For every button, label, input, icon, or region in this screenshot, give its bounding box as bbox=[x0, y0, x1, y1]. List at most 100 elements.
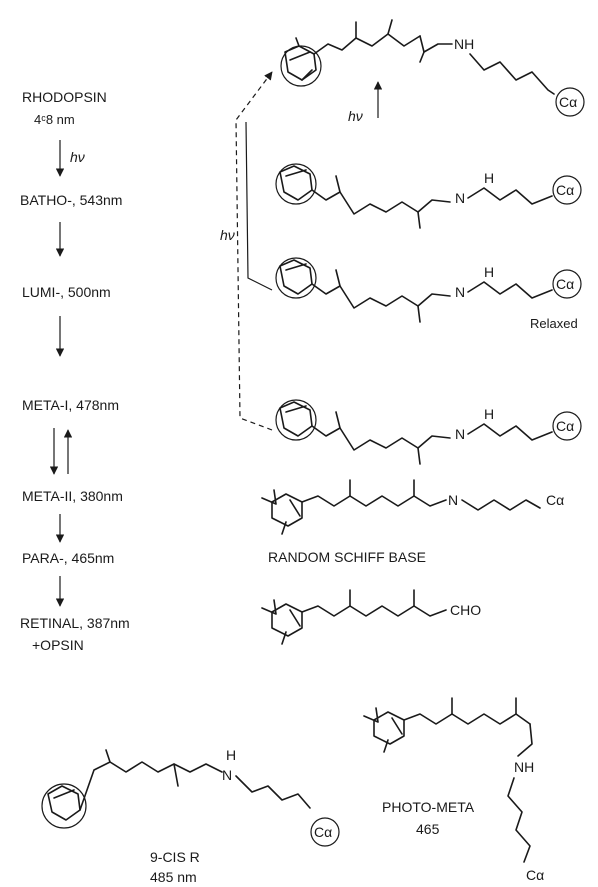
ring-substituents-8 bbox=[363, 707, 403, 753]
structure-batho: H N Cα bbox=[275, 163, 582, 229]
atom-nh-8: NH bbox=[514, 759, 534, 775]
atom-ca-7: Cα bbox=[314, 824, 332, 840]
ring-double-bond-7 bbox=[53, 789, 75, 799]
atom-ca-8: Cα bbox=[526, 867, 544, 883]
state-rhodopsin: RHODOPSIN bbox=[22, 89, 107, 105]
relaxed-label: Relaxed bbox=[530, 316, 578, 331]
ring-substituents-1 bbox=[289, 37, 313, 81]
ca-circle-1 bbox=[555, 87, 585, 117]
methyl-groups-1a bbox=[355, 19, 393, 39]
cyclohexene-ring-8 bbox=[373, 711, 405, 745]
state-retinal: RETINAL, 387nm bbox=[20, 615, 130, 631]
lysine-chain-1 bbox=[469, 53, 555, 95]
methyl-groups-4 bbox=[335, 411, 421, 465]
methyl-groups-5 bbox=[349, 479, 415, 497]
ca-circle-2 bbox=[552, 175, 582, 205]
state-meta-ii: META-II, 380nm bbox=[22, 488, 123, 504]
atom-n-2: N bbox=[455, 190, 465, 206]
cyclohexene-ring-4 bbox=[279, 401, 313, 437]
cyclohexene-ring-7 bbox=[47, 785, 81, 821]
atom-h-4: H bbox=[484, 406, 494, 422]
lysine-chain-3 bbox=[467, 281, 553, 299]
methyl-groups-8 bbox=[451, 697, 517, 715]
structure-retinal: CHO bbox=[261, 589, 481, 645]
methyl-groups-3 bbox=[335, 269, 421, 323]
polyene-chain-2 bbox=[311, 189, 451, 215]
ring-double-bond-3 bbox=[285, 263, 307, 271]
isomer-9-cis-name: 9-CIS R bbox=[150, 849, 200, 865]
ring-double-bond-2 bbox=[285, 169, 307, 177]
atom-ca-5: Cα bbox=[546, 492, 564, 508]
lysine-chain-7 bbox=[235, 775, 311, 809]
polyene-chain-4 bbox=[311, 425, 451, 451]
ca-circle-4 bbox=[552, 411, 582, 441]
polyene-chain-7 bbox=[79, 761, 223, 811]
ring-circle-4 bbox=[275, 399, 317, 441]
atom-ca-4: Cα bbox=[556, 418, 574, 434]
polyene-chain-5 bbox=[301, 495, 447, 507]
state-batho: BATHO-, 543nm bbox=[20, 192, 122, 208]
structure-rhodopsin-chromophore: NH Cα bbox=[280, 19, 585, 117]
polyene-chain-8b bbox=[517, 723, 533, 757]
photo-reversal-paths: hν hν bbox=[220, 71, 383, 431]
state-sequence: RHODOPSIN 4ᶜ8 nm hν BATHO-, 543nm LUMI-,… bbox=[20, 89, 130, 653]
atom-h-2: H bbox=[484, 170, 494, 186]
cyclohexene-ring-3 bbox=[279, 259, 313, 295]
state-para: PARA-, 465nm bbox=[22, 550, 114, 566]
cyclohexene-ring-2 bbox=[279, 165, 313, 201]
photon-label-1: hν bbox=[70, 149, 85, 165]
atom-n-4: N bbox=[455, 426, 465, 442]
lysine-chain-5 bbox=[461, 499, 541, 511]
atom-h-7: H bbox=[226, 747, 236, 763]
polyene-chain-3 bbox=[311, 283, 451, 309]
isomer-photo-meta-name: PHOTO-META bbox=[382, 799, 475, 815]
atom-ca-3: Cα bbox=[556, 276, 574, 292]
atom-n-5: N bbox=[448, 492, 458, 508]
lysine-chain-8 bbox=[507, 777, 531, 863]
atom-n-7: N bbox=[222, 767, 232, 783]
atom-ca-2: Cα bbox=[556, 182, 574, 198]
polyene-chain-8 bbox=[403, 713, 531, 725]
structure-lumi: H N Cα Relaxed bbox=[275, 257, 582, 331]
atom-nh-1: NH bbox=[454, 36, 474, 52]
methyl-group-1b bbox=[419, 51, 425, 63]
ring-circle-7 bbox=[41, 783, 87, 829]
structure-random-schiff-base: N Cα RANDOM SCHIFF BASE bbox=[261, 479, 564, 565]
ring-circle-2 bbox=[275, 163, 317, 205]
random-schiff-base-label: RANDOM SCHIFF BASE bbox=[268, 549, 426, 565]
methyl-groups-2 bbox=[335, 175, 421, 229]
isomer-9-cis-wavelength: 485 nm bbox=[150, 869, 197, 885]
ring-circle-3 bbox=[275, 257, 317, 299]
state-lumi: LUMI-, 500nm bbox=[22, 284, 111, 300]
solid-path-lumi bbox=[245, 121, 273, 291]
atom-h-3: H bbox=[484, 264, 494, 280]
cyclohexene-ring-1 bbox=[284, 45, 317, 81]
polyene-chain-1b bbox=[419, 35, 453, 53]
photon-label-3: hν bbox=[348, 108, 363, 124]
atom-cho-6: CHO bbox=[450, 602, 481, 618]
photon-label-2: hν bbox=[220, 227, 235, 243]
state-retinal-opsin: +OPSIN bbox=[32, 637, 84, 653]
structure-9-cis: H N Cα 9-CIS R 485 nm bbox=[41, 747, 340, 885]
ring-substituents-6 bbox=[261, 599, 301, 645]
structure-photo-meta: NH Cα PHOTO-META 465 bbox=[363, 697, 544, 883]
cyclohexene-ring-6 bbox=[271, 603, 303, 637]
methyl-groups-6 bbox=[349, 589, 415, 607]
methyl-groups-7 bbox=[105, 749, 179, 787]
ring-circle-1 bbox=[280, 45, 322, 87]
state-rhodopsin-wavelength: 4ᶜ8 nm bbox=[34, 112, 75, 127]
structure-meta-i: H N Cα bbox=[275, 399, 582, 465]
atom-ca-1: Cα bbox=[559, 94, 577, 110]
isomer-photo-meta-wavelength: 465 bbox=[416, 821, 440, 837]
polyene-chain-6 bbox=[301, 605, 447, 617]
ca-circle-7 bbox=[310, 817, 340, 847]
ring-double-bond-4 bbox=[285, 405, 307, 413]
ring-substituents-5 bbox=[261, 489, 301, 535]
cyclohexene-ring-5 bbox=[271, 493, 303, 527]
lysine-chain-2 bbox=[467, 187, 553, 205]
lysine-chain-4 bbox=[467, 423, 553, 441]
state-meta-i: META-I, 478nm bbox=[22, 397, 119, 413]
ca-circle-3 bbox=[552, 269, 582, 299]
atom-n-3: N bbox=[455, 284, 465, 300]
